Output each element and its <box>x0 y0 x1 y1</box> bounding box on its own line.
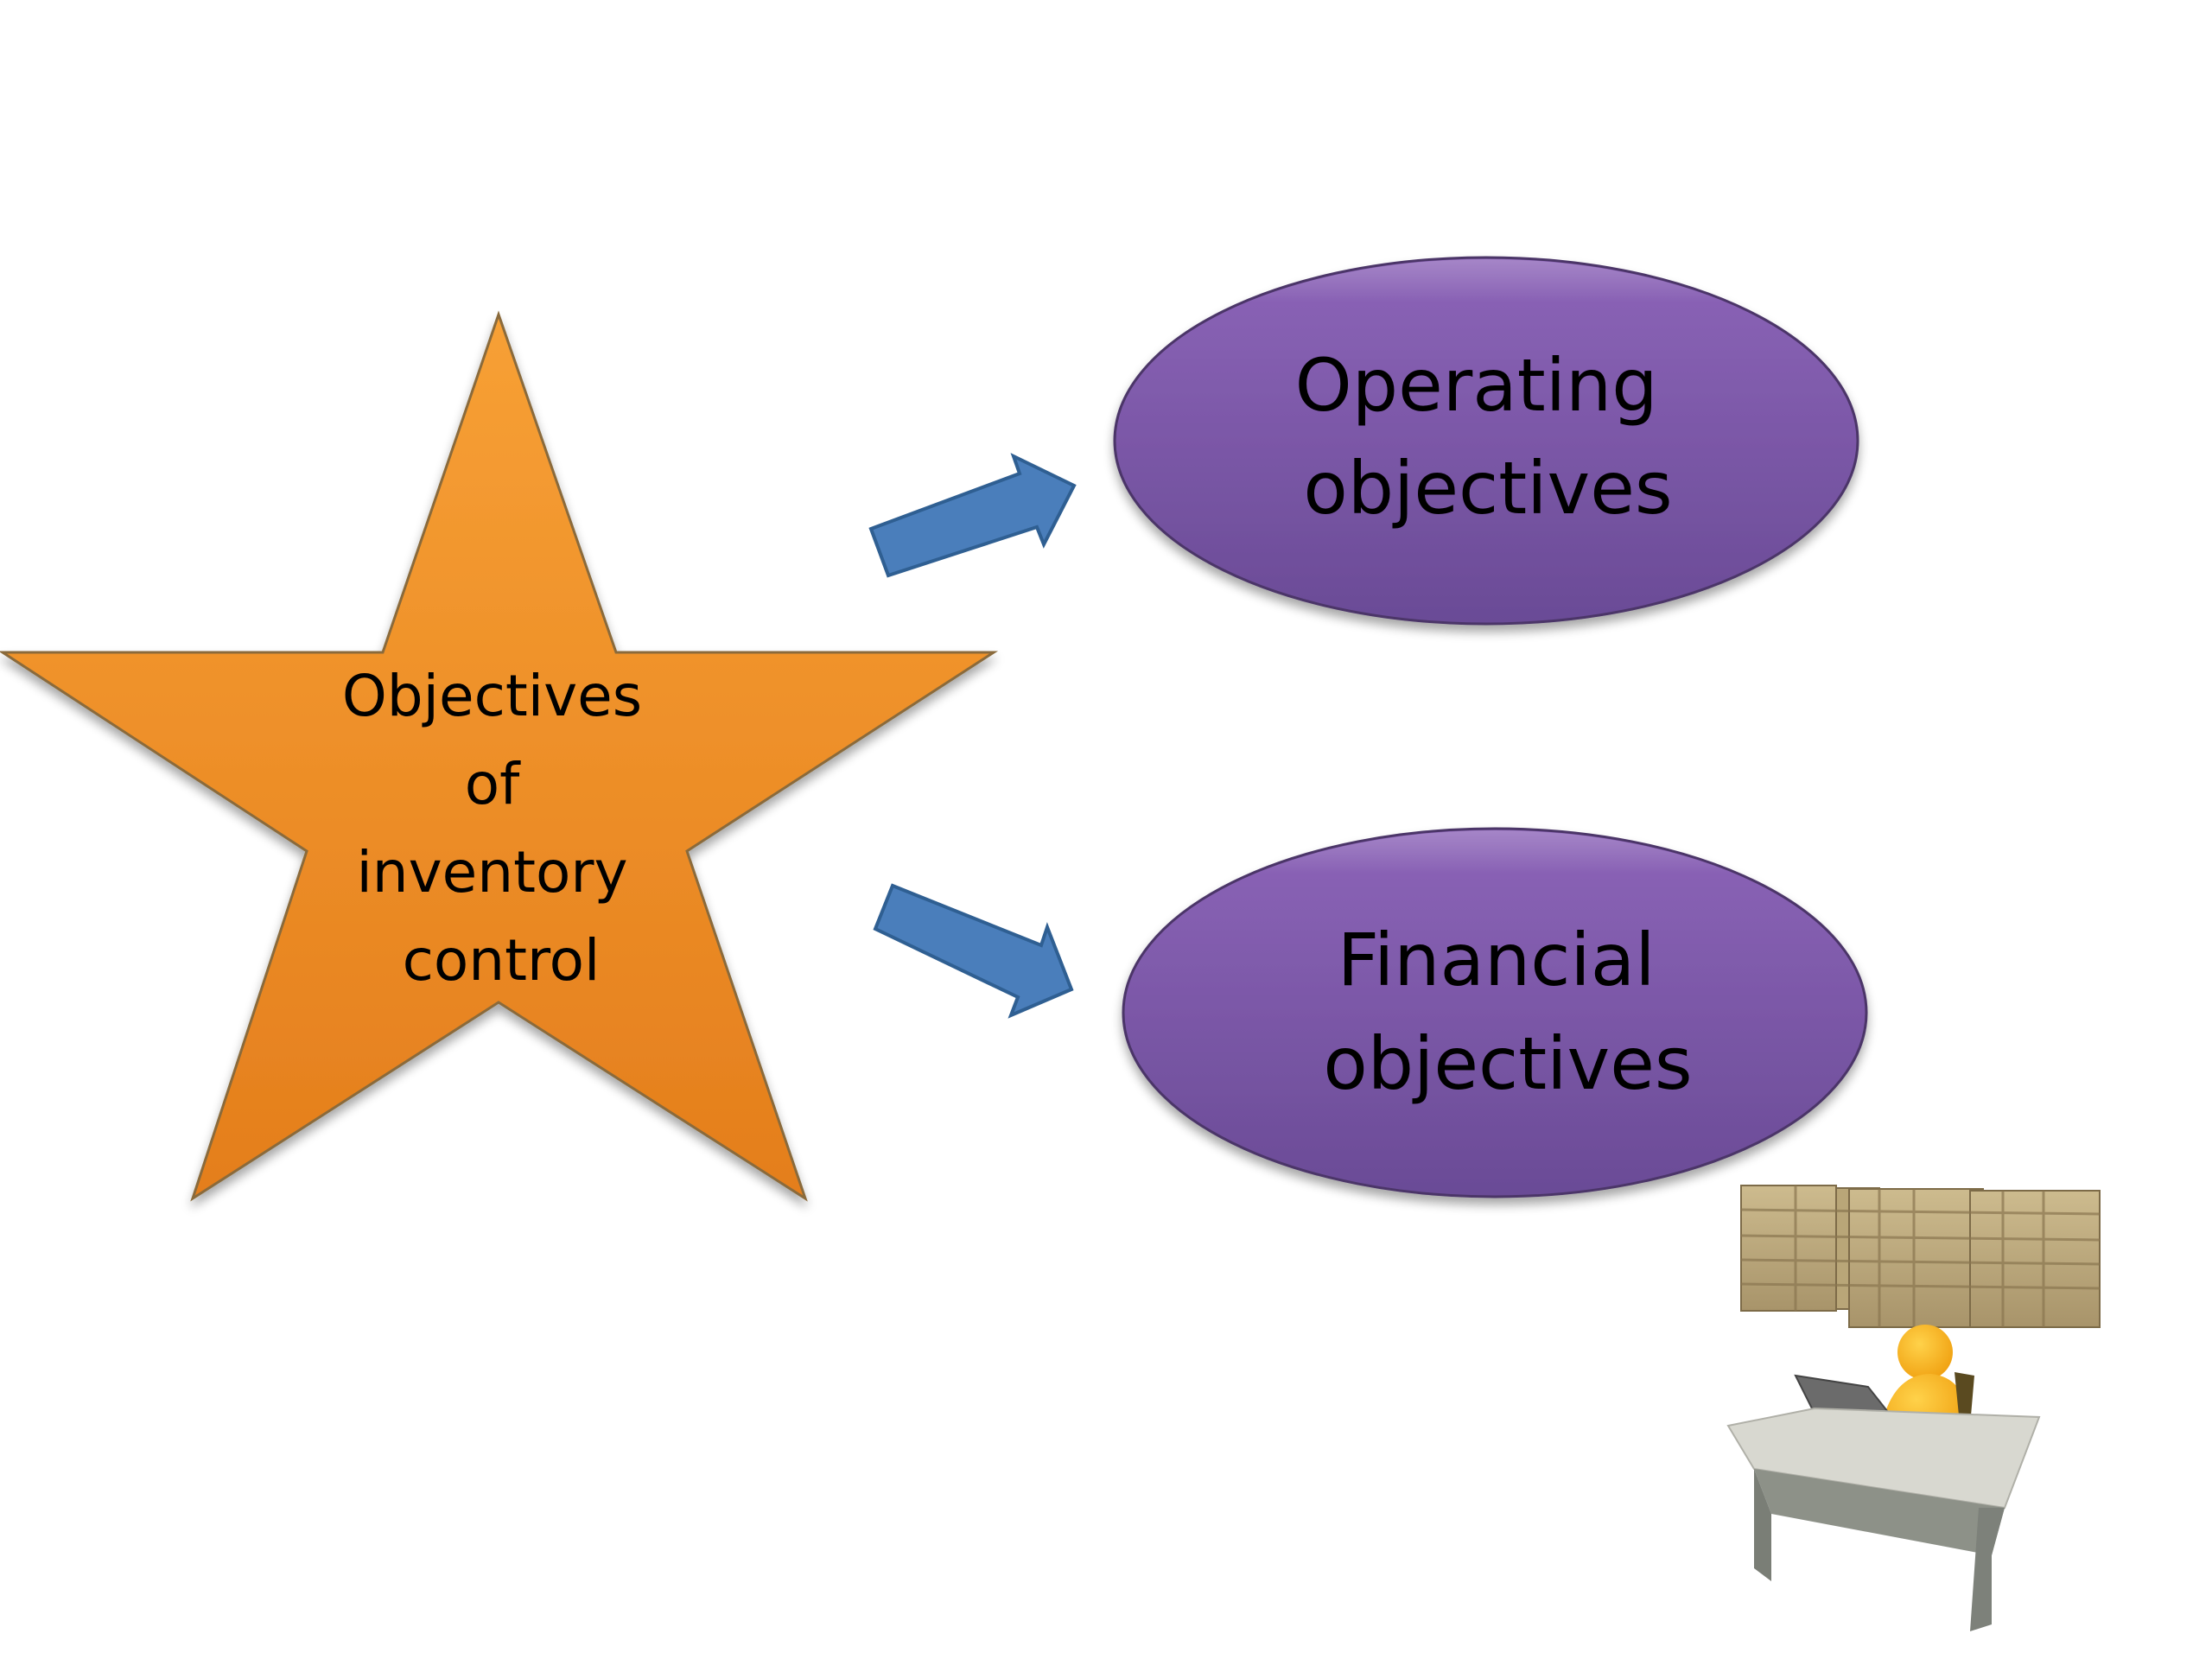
star-label-line-4: control <box>403 927 601 994</box>
star-label-line-1: Objectives <box>342 663 642 729</box>
operating-objectives-node: Operating objectives <box>1113 256 1859 626</box>
central-star-node: Objectives of inventory control <box>0 310 999 1202</box>
star-label-line-2: of <box>465 751 521 817</box>
warehouse-worker-illustration <box>1726 1185 2101 1631</box>
operating-objectives-line-1: Operating <box>1295 343 1658 428</box>
financial-objectives-line-1: Financial <box>1338 918 1656 1002</box>
operating-objectives-label: Operating objectives <box>1295 343 1681 531</box>
star-label: Objectives of inventory control <box>342 663 660 994</box>
arrow-to-operating-objectives <box>868 453 1077 578</box>
desk-icon <box>1726 1407 2041 1631</box>
financial-objectives-node: Financial objectives <box>1122 827 1868 1198</box>
operating-objectives-highlight <box>1116 259 1856 622</box>
star-shape <box>0 310 999 1202</box>
financial-objectives-line-2: objectives <box>1323 1021 1692 1106</box>
star-label-line-3: inventory <box>356 839 627 906</box>
operating-objectives-line-2: objectives <box>1303 446 1672 531</box>
arrow-to-financial-objectives <box>873 883 1074 1019</box>
box-stacks-icon <box>1740 1185 2101 1328</box>
financial-objectives-highlight <box>1125 830 1865 1195</box>
financial-objectives-label: Financial objectives <box>1323 918 1692 1106</box>
